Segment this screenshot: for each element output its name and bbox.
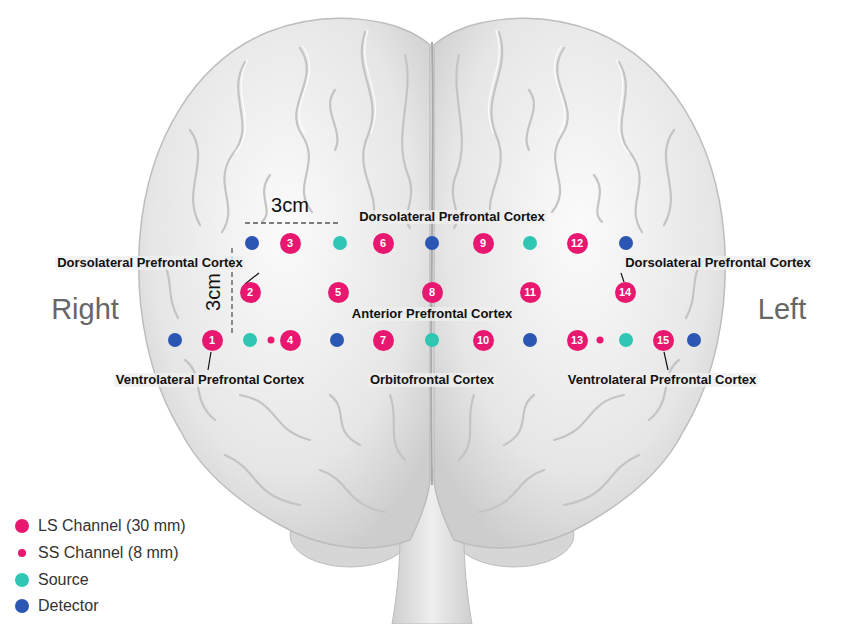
- ls-channel-circle: 11: [520, 282, 541, 303]
- source-dot: [333, 236, 347, 250]
- midline-fissure: [431, 42, 432, 485]
- ls-channel-circle: 3: [280, 233, 301, 254]
- channel-number: 8: [429, 287, 435, 298]
- source-dot: [425, 333, 439, 347]
- ls-channel-circle: 4: [280, 330, 301, 351]
- ls-channel-circle: 15: [653, 330, 674, 351]
- side-label: Left: [758, 294, 806, 326]
- ss-channel-dot: [268, 337, 275, 344]
- channel-number: 13: [571, 335, 583, 346]
- region-label: Dorsolateral Prefrontal Cortex: [623, 256, 813, 270]
- ls-channel-circle: 12: [567, 233, 588, 254]
- left-hemisphere: [434, 18, 725, 548]
- channel-number: 3: [287, 238, 293, 249]
- channel-number: 12: [571, 238, 583, 249]
- dimension-lines: [232, 223, 338, 335]
- channel-number: 11: [524, 287, 536, 298]
- ss-channels: [268, 337, 604, 344]
- leader-lines: [208, 273, 668, 370]
- channel-number: 2: [247, 287, 253, 298]
- region-label: Ventrolateral Prefrontal Cortex: [566, 373, 759, 387]
- channel-number: 9: [480, 238, 486, 249]
- channel-number: 7: [380, 335, 386, 346]
- ls-channel-circle: 7: [373, 330, 394, 351]
- ls-channel-circle: 6: [373, 233, 394, 254]
- detector-dot: [523, 333, 537, 347]
- source-dot: [243, 333, 257, 347]
- channel-number: 10: [477, 335, 489, 346]
- channel-number: 4: [287, 335, 293, 346]
- ls-channel-circle: 2: [240, 282, 261, 303]
- detector-dot: [168, 333, 182, 347]
- leader-line: [621, 273, 624, 282]
- detector-dot: [425, 236, 439, 250]
- ls-channel-circle: 14: [615, 282, 636, 303]
- side-label: Right: [51, 294, 119, 326]
- source-dot: [523, 236, 537, 250]
- ls-channel-circle: 1: [202, 330, 223, 351]
- detector-dot: [619, 236, 633, 250]
- detectors: [168, 236, 701, 347]
- leader-line: [664, 352, 668, 370]
- region-label: Dorsolateral Prefrontal Cortex: [55, 256, 245, 270]
- source-dot: [619, 333, 633, 347]
- channel-number: 6: [380, 238, 386, 249]
- channel-number: 5: [335, 287, 341, 298]
- dimension-label: 3cm: [202, 273, 224, 311]
- channel-number: 1: [209, 335, 215, 346]
- dimension-line: [245, 222, 338, 223]
- region-label: Anterior Prefrontal Cortex: [350, 307, 514, 321]
- legend-text: LS Channel (30 mm): [38, 517, 186, 535]
- ls-channel-circle: 5: [328, 282, 349, 303]
- detector-dot: [687, 333, 701, 347]
- detector-dot: [245, 236, 259, 250]
- legend-text: SS Channel (8 mm): [38, 544, 179, 562]
- ls-channel-circle: 10: [473, 330, 494, 351]
- ls-channel-circle: 13: [567, 330, 588, 351]
- leader-line: [208, 352, 211, 370]
- region-label: Ventrolateral Prefrontal Cortex: [114, 373, 307, 387]
- ls-channel-circle: 8: [422, 282, 443, 303]
- region-label: Orbitofrontal Cortex: [368, 373, 496, 387]
- right-hemisphere: [139, 18, 430, 548]
- region-label: Dorsolateral Prefrontal Cortex: [357, 210, 547, 224]
- channel-number: 15: [657, 335, 669, 346]
- legend-swatch: [15, 599, 29, 613]
- legend-swatch: [18, 549, 26, 557]
- legend-text: Detector: [38, 597, 98, 615]
- legend-swatch: [15, 573, 29, 587]
- legend-text: Source: [38, 571, 89, 589]
- legend-swatch: [15, 519, 29, 533]
- ls-channel-circle: 9: [473, 233, 494, 254]
- detector-dot: [330, 333, 344, 347]
- channel-number: 14: [619, 287, 631, 298]
- ss-channel-dot: [597, 337, 604, 344]
- dimension-label: 3cm: [271, 194, 309, 216]
